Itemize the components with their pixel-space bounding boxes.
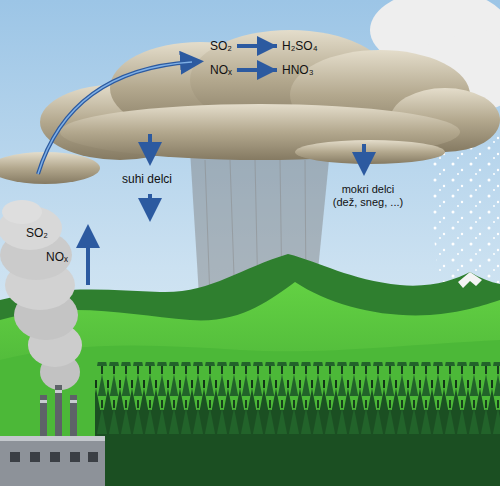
snow-cap <box>458 272 482 288</box>
formula-text: NOₓ <box>210 63 232 77</box>
pollutant-label: NOₓ <box>46 250 68 264</box>
pollutant-label: SO₂ <box>26 226 48 240</box>
acid-cloud <box>0 30 500 184</box>
reaction-arrow <box>237 44 277 48</box>
forest-row <box>95 400 500 434</box>
factory <box>0 385 105 486</box>
reaction-arrow <box>237 68 277 72</box>
deposition-label: mokri delci (dež, sneg, ...) <box>330 183 406 209</box>
back-mountains <box>0 254 500 486</box>
flow-arrows <box>38 62 364 285</box>
front-slope <box>0 340 500 486</box>
chemical-formula: SO₂ <box>208 38 234 54</box>
deposition-label: suhi delci <box>122 172 172 186</box>
formula-text: HNO₃ <box>282 63 314 77</box>
chemical-formula: HNO₃ <box>280 62 316 78</box>
chemical-formula: H₂SO₄ <box>280 38 320 54</box>
green-hills <box>0 282 500 486</box>
smoke <box>0 200 82 390</box>
formula-text: SO₂ <box>210 39 232 53</box>
formula-text: H₂SO₄ <box>282 39 318 53</box>
chemical-formula: NOₓ <box>208 62 234 78</box>
